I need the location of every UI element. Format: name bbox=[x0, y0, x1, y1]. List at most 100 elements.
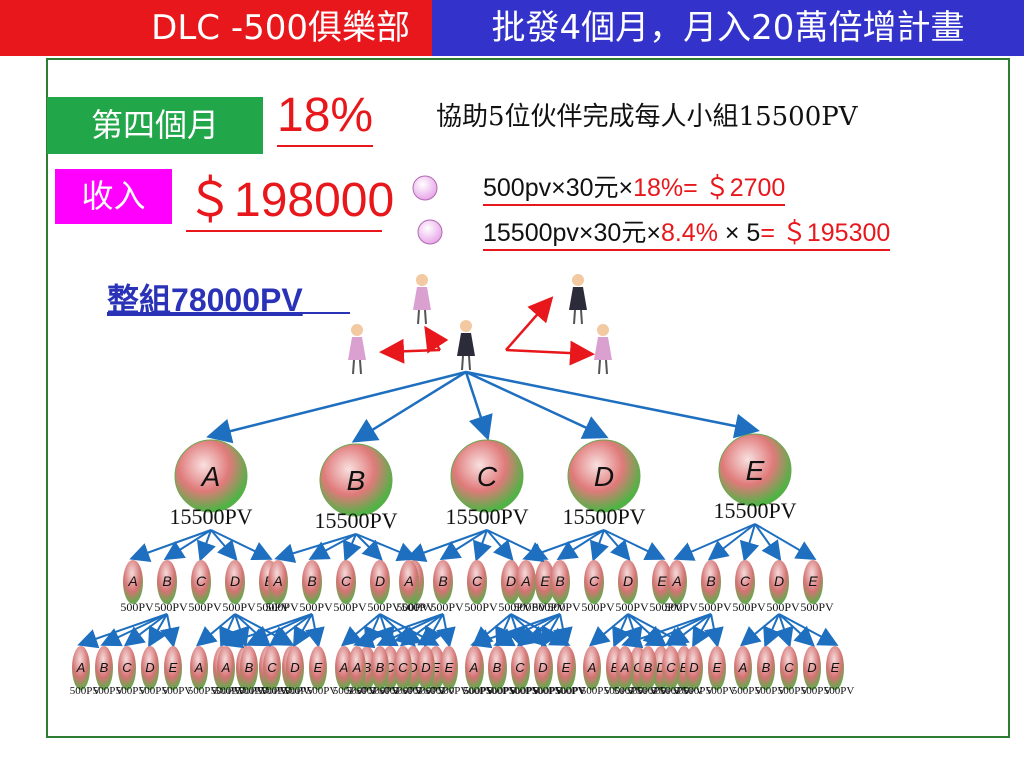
leaf-letter: B bbox=[245, 660, 254, 675]
leaf-letter: D bbox=[408, 660, 417, 675]
tree-arrow bbox=[754, 523, 817, 561]
leaf-node bbox=[826, 646, 844, 690]
tree-arrow bbox=[123, 613, 168, 647]
sub-pv: 500PV bbox=[581, 600, 615, 614]
partner-letter: B bbox=[347, 465, 366, 496]
leaf-node bbox=[557, 646, 575, 690]
tree-arrow bbox=[516, 613, 561, 647]
tree-arrow bbox=[465, 370, 609, 439]
leaf-node bbox=[583, 646, 601, 690]
sub-letter: C bbox=[341, 573, 352, 589]
tree-arrow bbox=[553, 613, 573, 648]
leaf-pv: 500PV bbox=[280, 685, 311, 697]
sub-letter: A bbox=[272, 573, 282, 589]
tree-arrow bbox=[305, 613, 325, 648]
leaf-pv: 500PV bbox=[211, 685, 242, 697]
sub-node bbox=[191, 560, 211, 604]
leaf-pv: 500PV bbox=[555, 685, 586, 697]
leaf-pv: 500PV bbox=[139, 685, 170, 697]
partner-person-icon bbox=[413, 274, 431, 325]
tree-arrow bbox=[342, 533, 362, 562]
sub-node bbox=[467, 560, 487, 604]
sub-letter: C bbox=[589, 573, 600, 589]
leaf-letter: C bbox=[633, 660, 643, 675]
sub-node bbox=[123, 560, 143, 604]
tree-arrow bbox=[588, 613, 629, 647]
leaf-letter: A bbox=[587, 660, 597, 675]
sub-letter: D bbox=[774, 573, 784, 589]
leaf-letter: D bbox=[421, 660, 430, 675]
tree-arrow bbox=[667, 613, 712, 647]
sub-letter: A bbox=[127, 573, 137, 589]
tree-arrow bbox=[355, 533, 383, 561]
partner-node bbox=[450, 439, 524, 513]
leaf-node bbox=[217, 646, 235, 690]
leaf-pv: 500PV bbox=[486, 685, 517, 697]
leaf-node bbox=[417, 646, 435, 690]
leaf-pv: 500PV bbox=[238, 685, 269, 697]
partner-person-icon bbox=[348, 324, 366, 375]
red-arrow bbox=[505, 340, 595, 366]
partner-node bbox=[567, 439, 641, 513]
tree-arrow bbox=[464, 371, 493, 441]
sub-node bbox=[584, 560, 604, 604]
tree-arrow bbox=[472, 529, 492, 562]
sub-letter: A bbox=[671, 573, 681, 589]
tree-arrow bbox=[195, 613, 236, 647]
sub-pv: 500PV bbox=[154, 600, 188, 614]
leaf-node bbox=[616, 646, 634, 690]
leaf-letter: B bbox=[644, 660, 653, 675]
sub-letter: E bbox=[540, 573, 550, 589]
header-left-title: DLC -500俱樂部 bbox=[0, 0, 432, 56]
leaf-letter: D bbox=[290, 660, 299, 675]
sub-node bbox=[268, 560, 288, 604]
partner-node bbox=[319, 443, 393, 517]
partner-pv: 15500PV bbox=[169, 504, 252, 529]
sub-letter: B bbox=[706, 573, 715, 589]
formula-2-rate: 8.4% bbox=[660, 219, 718, 247]
sub-letter: B bbox=[555, 573, 564, 589]
leaf-letter: E bbox=[314, 660, 323, 675]
tree-arrow bbox=[754, 523, 782, 562]
tree-arrow bbox=[340, 613, 381, 647]
sub-letter: B bbox=[307, 573, 316, 589]
leaf-node bbox=[95, 646, 113, 690]
leaf-node bbox=[662, 646, 680, 690]
income-label: 收入 bbox=[55, 169, 172, 224]
leaf-letter: D bbox=[656, 660, 665, 675]
sub-letter: D bbox=[375, 573, 385, 589]
bullet-icon bbox=[412, 175, 438, 201]
sub-pv: 500PV bbox=[222, 600, 256, 614]
leaf-letter: E bbox=[831, 660, 840, 675]
red-arrow bbox=[379, 338, 441, 364]
sub-letter: B bbox=[438, 573, 447, 589]
leaf-letter: B bbox=[762, 660, 771, 675]
sub-node bbox=[501, 560, 521, 604]
leaf-letter: C bbox=[122, 660, 132, 675]
tree-arrow bbox=[774, 613, 794, 648]
sub-node bbox=[769, 560, 789, 604]
tree-arrow bbox=[612, 613, 631, 648]
leaf-letter: A bbox=[620, 660, 630, 675]
formula-2-result: = ＄195300 bbox=[760, 219, 891, 247]
sub-node bbox=[735, 560, 755, 604]
sub-pv: 500PV bbox=[615, 600, 649, 614]
bullet-icon bbox=[417, 219, 443, 245]
leaf-letter: C bbox=[267, 660, 277, 675]
sub-pv: 500PV bbox=[188, 600, 222, 614]
leaf-pv: 500PV bbox=[284, 685, 315, 697]
leaf-pv: 500PV bbox=[215, 685, 246, 697]
sub-node bbox=[652, 560, 672, 604]
leaf-node bbox=[757, 646, 775, 690]
partner-letter: D bbox=[594, 461, 614, 492]
leaf-pv: 500PV bbox=[463, 685, 494, 697]
tree-arrow bbox=[351, 370, 467, 443]
sub-node bbox=[433, 560, 453, 604]
partner-person-icon bbox=[594, 324, 612, 375]
sub-pv: 500PV bbox=[396, 600, 430, 614]
leaf-node bbox=[803, 646, 821, 690]
leaf-letter: B bbox=[376, 660, 385, 675]
tree-arrow bbox=[196, 529, 216, 562]
leaf-node bbox=[639, 646, 657, 690]
tree-arrow bbox=[210, 529, 273, 561]
